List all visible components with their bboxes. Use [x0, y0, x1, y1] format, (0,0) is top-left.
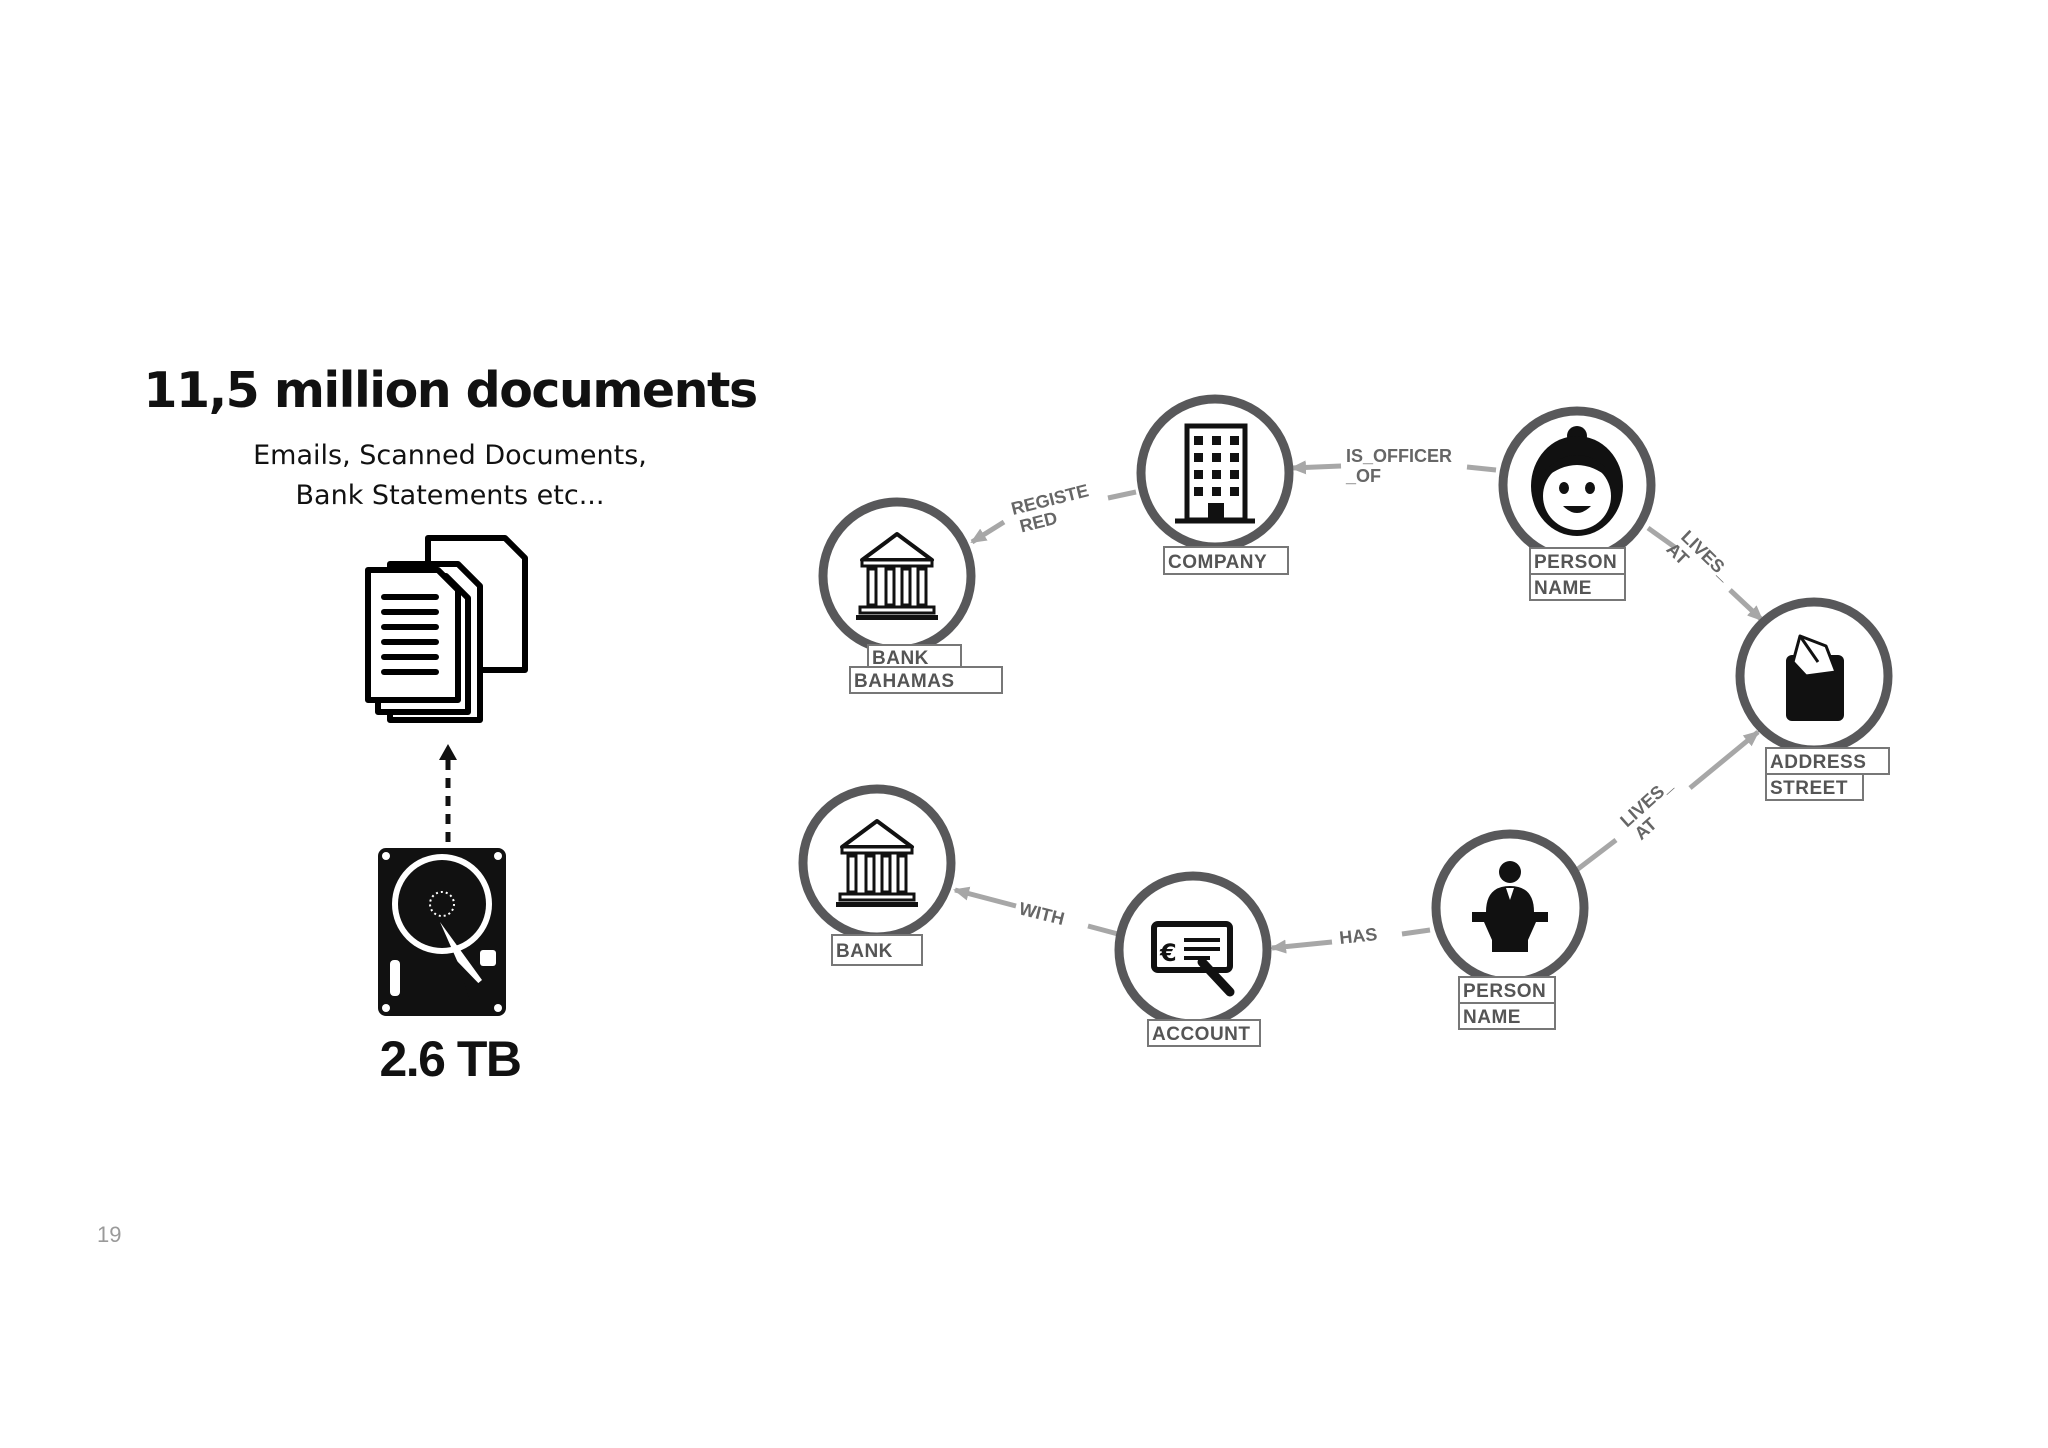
edge-label-is-officer-1: IS_OFFICER — [1346, 446, 1452, 466]
dashed-arrow — [439, 744, 457, 842]
node-account[interactable]: € ACCOUNT — [1114, 871, 1272, 1047]
svg-text:IS_OFFICER _OF: IS_OFFICER _OF — [1345, 446, 1457, 486]
node-person-speaker[interactable]: PERSON NAME — [1431, 829, 1589, 1030]
page-number: 19 — [97, 1222, 122, 1247]
woman-face-icon — [1531, 426, 1623, 536]
edge-speaker-lives-at-address: LIVES_ AT — [1572, 730, 1760, 874]
subtitle-line-1: Emails, Scanned Documents, — [253, 440, 647, 471]
node-company[interactable]: COMPANY — [1136, 394, 1294, 575]
node-label-person-woman-1: PERSON — [1534, 552, 1617, 573]
documents-stack-icon — [365, 535, 528, 723]
node-label-address-1: ADDRESS — [1770, 752, 1866, 773]
cheque-icon: € — [1151, 921, 1235, 997]
edge-label-has: HAS — [1338, 924, 1378, 948]
node-label-address-2: STREET — [1770, 778, 1848, 799]
storage-size-label: 2.6 TB — [379, 1031, 522, 1087]
node-bank[interactable]: BANK — [798, 784, 956, 966]
office-building-icon — [1175, 423, 1255, 524]
svg-text:LIVES_ AT: LIVES_ AT — [1616, 771, 1692, 845]
subtitle-line-2: Bank Statements etc... — [295, 480, 605, 511]
edge-speaker-has-account: HAS — [1270, 924, 1431, 954]
headline: 11,5 million documents — [143, 362, 758, 419]
node-label-company: COMPANY — [1168, 552, 1267, 573]
node-label-person-speaker-2: NAME — [1463, 1007, 1521, 1028]
edge-person-is-officer-of-company: IS_OFFICER _OF — [1290, 446, 1497, 486]
hard-drive-icon — [378, 848, 506, 1016]
svg-text:€: € — [1159, 939, 1177, 967]
node-person-woman[interactable]: PERSON NAME — [1498, 406, 1656, 601]
bank-icon — [856, 532, 938, 620]
node-label-bank-bahamas-1: BANK — [872, 648, 929, 669]
svg-text:LIVES_ AT: LIVES_ AT — [1663, 525, 1740, 601]
node-address[interactable]: ADDRESS STREET — [1735, 597, 1893, 801]
edge-account-with-bank: WITH — [953, 886, 1119, 937]
mailbox-icon — [1786, 634, 1844, 721]
node-label-bank-bahamas-2: BAHAMAS — [854, 671, 955, 692]
speaker-podium-icon — [1472, 861, 1548, 952]
node-label-person-woman-2: NAME — [1534, 578, 1592, 599]
edge-label-is-officer-2: _OF — [1345, 466, 1381, 486]
node-label-account: ACCOUNT — [1152, 1024, 1251, 1045]
node-label-bank: BANK — [836, 941, 893, 962]
edge-company-registered-bank-bahamas: REGISTE RED — [970, 479, 1137, 545]
edge-woman-lives-at-address: LIVES_ AT — [1646, 525, 1764, 622]
bank-icon — [836, 819, 918, 907]
svg-text:REGISTE RED: REGISTE RED — [1009, 479, 1100, 537]
node-bank-bahamas[interactable]: BANK BAHAMAS — [818, 497, 1003, 694]
node-label-person-speaker-1: PERSON — [1463, 981, 1546, 1002]
edge-label-with: WITH — [1017, 898, 1066, 929]
